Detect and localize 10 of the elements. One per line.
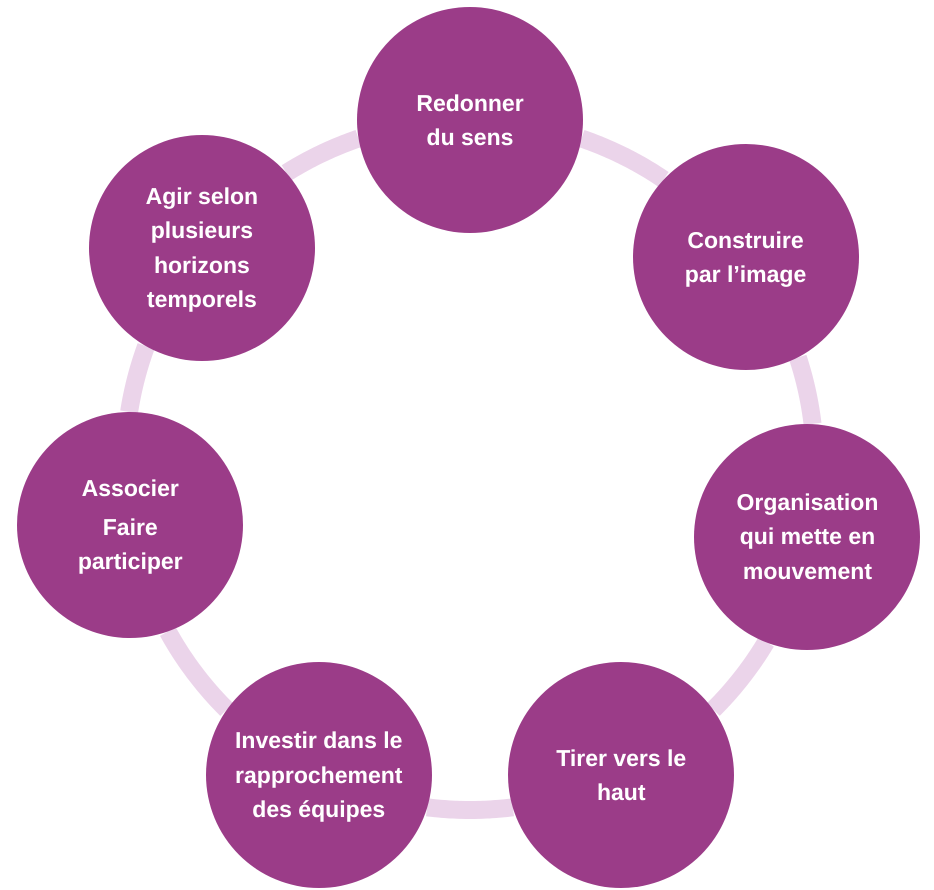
node-label: Tirer vers le haut — [555, 744, 688, 808]
node-label: Construire par l’image — [684, 226, 808, 290]
node-label: Redonner du sens — [415, 88, 525, 152]
node-label: Faire participer — [76, 512, 184, 576]
node-label: Investir dans le rapprochement des équipes — [234, 726, 404, 824]
ring-connector — [706, 636, 774, 716]
node-label: Agir selon plusieurs horizons temporels — [144, 182, 260, 314]
node-label: Organisation qui mette en mouvement — [736, 488, 880, 586]
node-label: Associer — [80, 474, 180, 504]
ring-connector — [160, 626, 234, 716]
